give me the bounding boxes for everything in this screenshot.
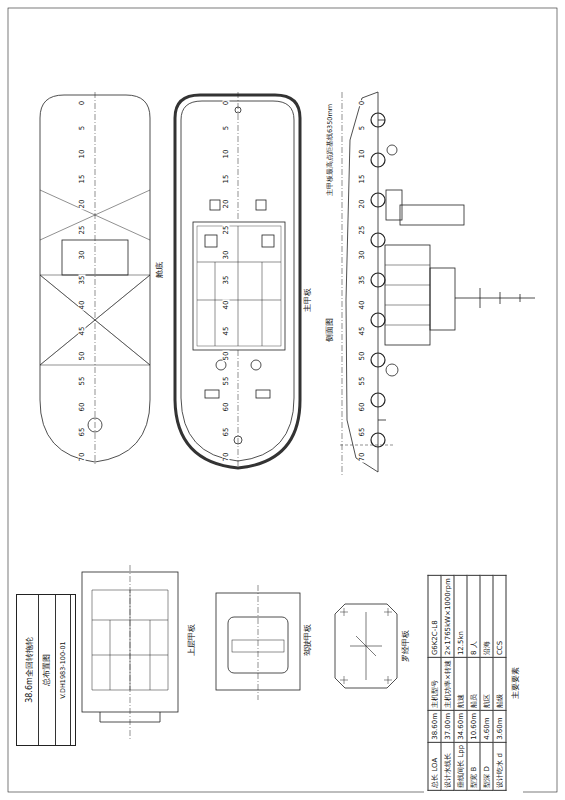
title-block: 38.6m全回转拖轮总布置图V.DH1983-100-01: [16, 594, 76, 746]
table-cell: 主机型号: [428, 658, 441, 711]
frame-number: 5: [79, 125, 86, 131]
frame-number: 0: [223, 100, 230, 106]
table-cell: 总长 LOA: [428, 742, 441, 790]
frame-number: 30: [359, 249, 366, 260]
frame-number: 15: [79, 173, 86, 184]
table-cell: 垂线间长 Lpp: [454, 742, 467, 790]
table-cell: 船员: [467, 658, 480, 711]
table-row: 设计水线长37.00m主机功率×转速2×1765kW×1000rpm: [441, 576, 454, 791]
frame-number: 60: [359, 401, 366, 412]
frame-number: 35: [223, 275, 230, 286]
table-cell: 设计水线长: [441, 742, 454, 790]
frame-number: 55: [79, 376, 86, 387]
title-block-body: 38.6m全回转拖轮总布置图V.DH1983-100-01: [21, 595, 71, 745]
frame-number: 35: [359, 275, 366, 286]
view-title: 侧面图: [326, 317, 334, 343]
table-cell: 2×1765kW×1000rpm: [441, 576, 454, 658]
frame-number: 25: [223, 224, 230, 235]
frame-number: 65: [359, 426, 366, 437]
table-row: 型宽 B10.60m船员8 人: [467, 576, 480, 791]
frame-number: 70: [223, 452, 230, 463]
frame-number: 15: [223, 173, 230, 184]
frame-number: 50: [359, 351, 366, 362]
particulars-body: 总长 LOA38.60m主机型号G6K2C-L8设计水线长37.00m主机功率×…: [427, 575, 520, 791]
frame-number: 0: [359, 100, 366, 106]
frame-number: 70: [79, 452, 86, 463]
view-title: 主甲板: [304, 287, 312, 313]
table-cell: 4.60m: [480, 710, 493, 742]
frame-number: 35: [79, 275, 86, 286]
frame-number: 10: [79, 148, 86, 159]
table-row: 型深 D4.60m航区沿海: [480, 576, 493, 791]
table-cell: 航区: [480, 658, 493, 711]
frame-number: 55: [223, 376, 230, 387]
table-cell: 12.5kn: [454, 576, 467, 658]
view-title: 罗经甲板: [402, 629, 410, 663]
particulars-table: 总长 LOA38.60m主机型号G6K2C-L8设计水线长37.00m主机功率×…: [424, 572, 523, 794]
table-cell: 8 人: [467, 576, 480, 658]
frame-number: 45: [79, 325, 86, 336]
table-cell: 设计吃水 d: [493, 742, 506, 790]
frame-number: 60: [223, 401, 230, 412]
view-title: 上层甲板: [188, 623, 196, 657]
frame-number: 5: [223, 125, 230, 131]
title-text: 38.6m全回转拖轮: [21, 595, 39, 745]
view-title: 舱底: [156, 261, 164, 279]
frame-number: 20: [79, 199, 86, 210]
frame-number: 60: [79, 401, 86, 412]
frame-number: 20: [359, 199, 366, 210]
table-row: 垂线间长 Lpp34.60m航速12.5kn: [454, 576, 467, 791]
frame-number: 20: [223, 199, 230, 210]
frame-number: 40: [359, 300, 366, 311]
table-cell: 型宽 B: [467, 742, 480, 790]
title-text: V.DH1983-100-01: [56, 595, 71, 745]
table-cell: 航速: [454, 658, 467, 711]
frame-number: 50: [79, 351, 86, 362]
table-cell: 3.60m: [493, 710, 506, 742]
table-cell: G6K2C-L8: [428, 576, 441, 658]
frame-number: 40: [79, 300, 86, 311]
table-row: 总长 LOA38.60m主机型号G6K2C-L8: [428, 576, 441, 791]
table-cell: 型深 D: [480, 742, 493, 790]
frame-number: 65: [79, 426, 86, 437]
table-cell: 主机功率×转速: [441, 658, 454, 711]
frame-number: 25: [359, 224, 366, 235]
view-title: 主甲板最高点距基线6350mm: [327, 103, 334, 197]
frame-number: 10: [223, 148, 230, 159]
table-row: 设计吃水 d3.60m船级CCS: [493, 576, 506, 791]
frame-number: 55: [359, 376, 366, 387]
table-cell: 船级: [493, 658, 506, 711]
table-cell: 37.00m: [441, 710, 454, 742]
frame-number: 70: [359, 452, 366, 463]
frame-number: 50: [223, 351, 230, 362]
frame-number: 0: [79, 100, 86, 106]
frame-number: 5: [359, 125, 366, 131]
title-text: 总布置图: [39, 595, 56, 745]
table-cell: 10.60m: [467, 710, 480, 742]
particulars-grid: 总长 LOA38.60m主机型号G6K2C-L8设计水线长37.00m主机功率×…: [427, 575, 506, 791]
table-cell: 沿海: [480, 576, 493, 658]
frame-number: 40: [223, 300, 230, 311]
table-title: 主要要素: [509, 575, 520, 791]
table-cell: 34.60m: [454, 710, 467, 742]
frame-number: 45: [223, 325, 230, 336]
view-title: 驾驶甲板: [304, 623, 312, 657]
frame-number: 15: [359, 173, 366, 184]
frame-number: 45: [359, 325, 366, 336]
frame-number: 10: [359, 148, 366, 159]
frame-number: 25: [79, 224, 86, 235]
frame-number: 65: [223, 426, 230, 437]
table-cell: 38.60m: [428, 710, 441, 742]
frame-number: 30: [223, 249, 230, 260]
table-cell: CCS: [493, 576, 506, 658]
frame-number: 30: [79, 249, 86, 260]
